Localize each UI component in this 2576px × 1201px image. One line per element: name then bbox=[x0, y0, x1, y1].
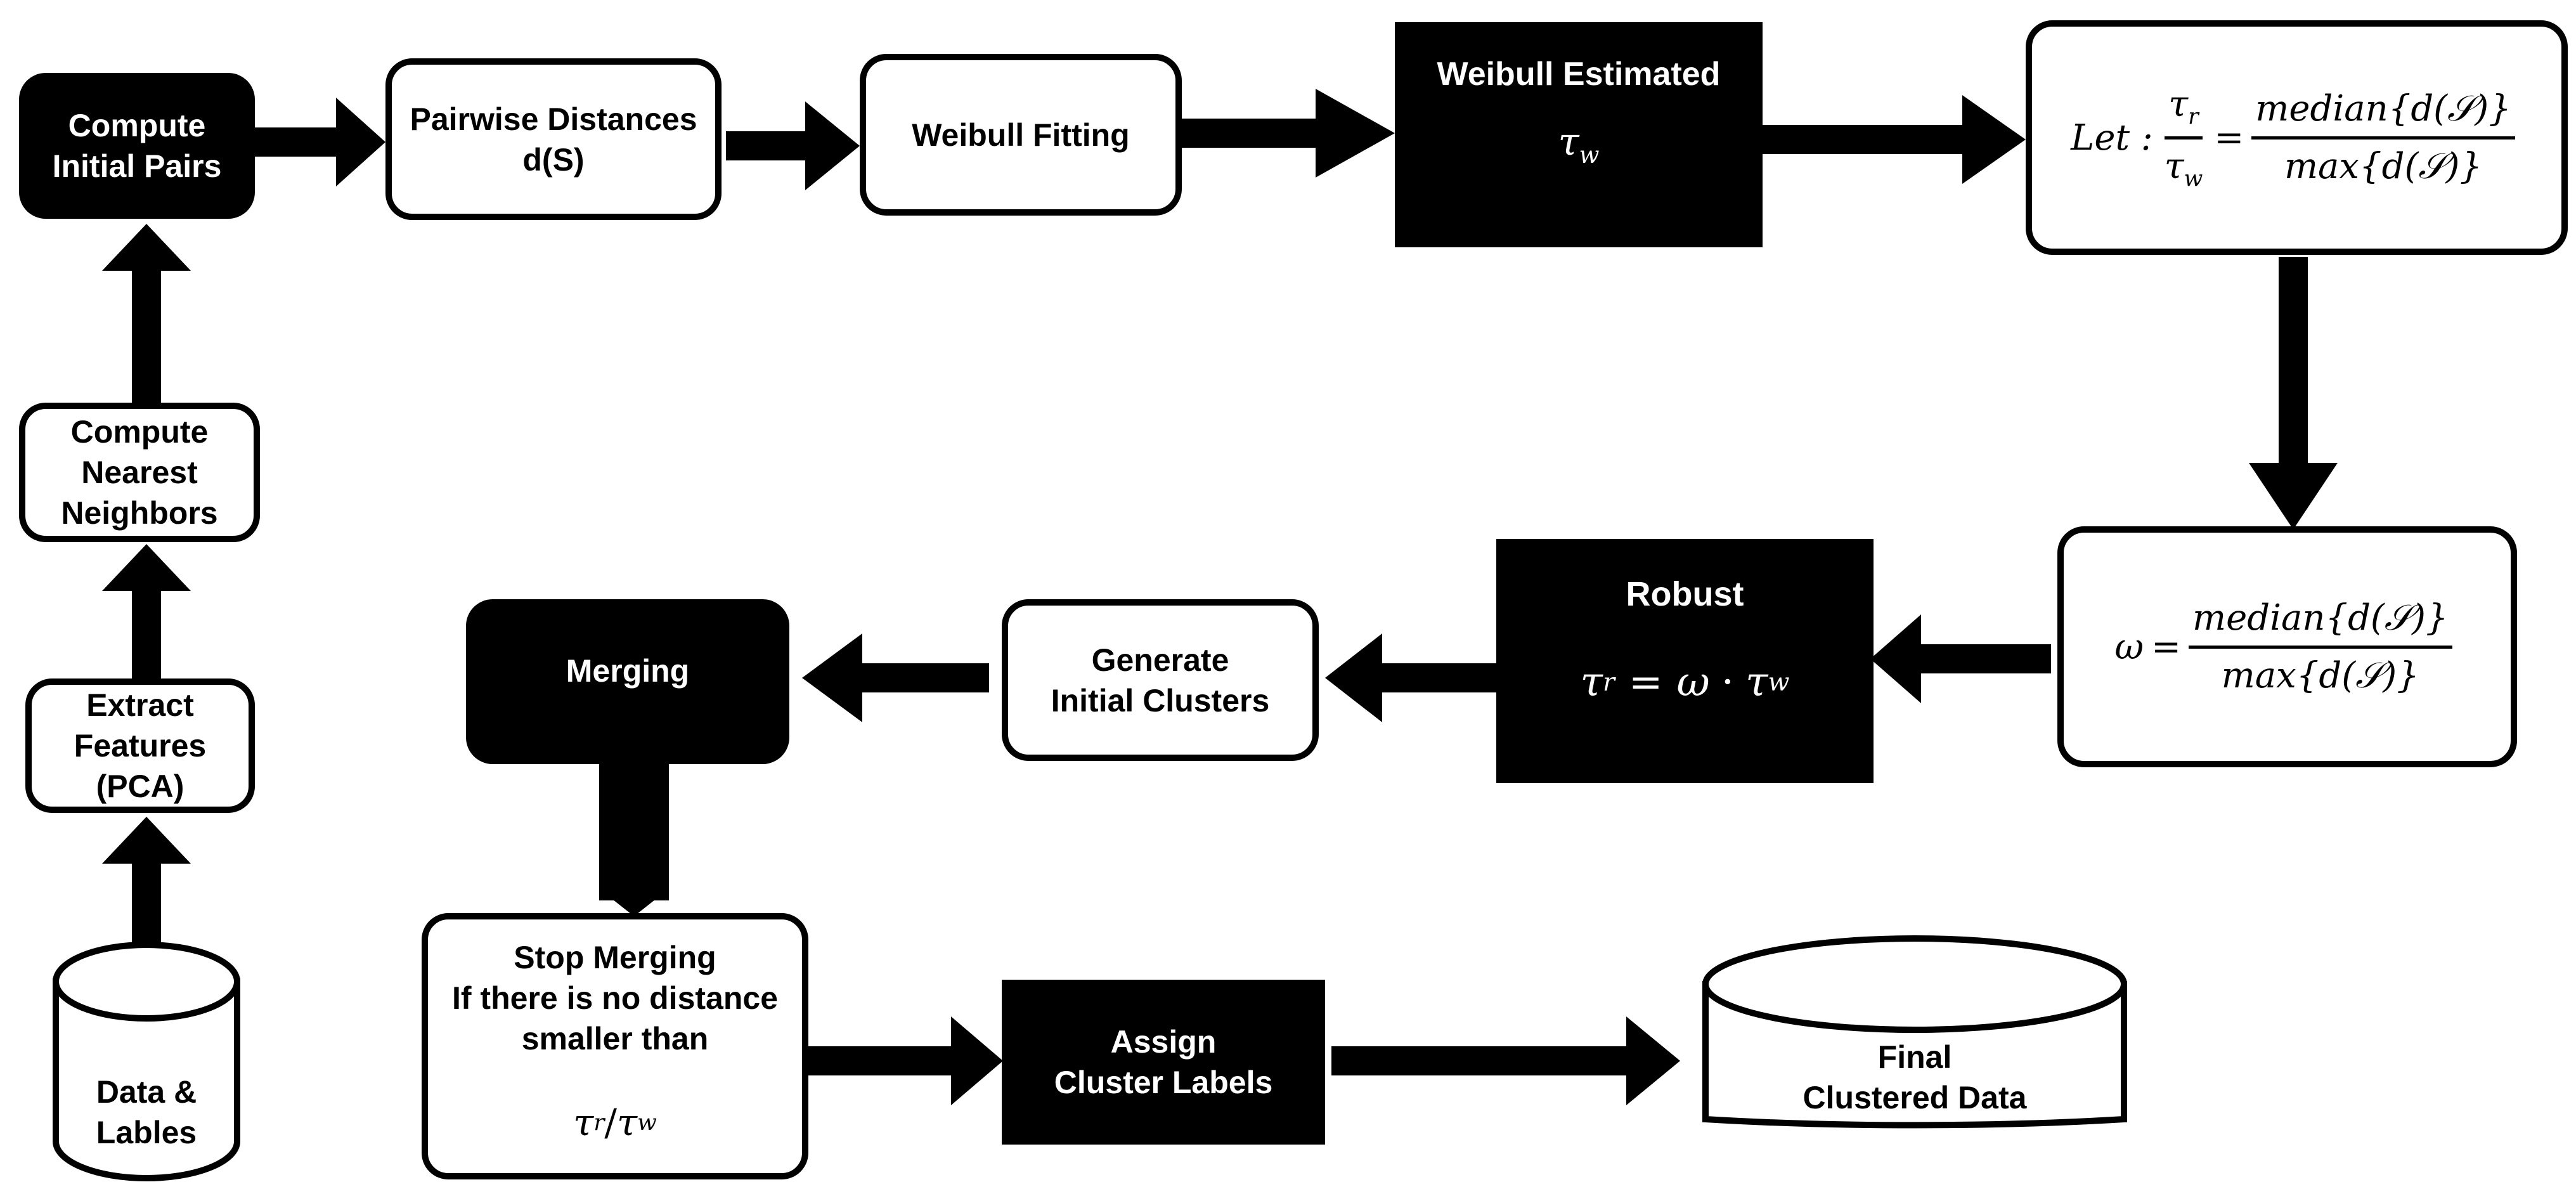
arrow-robust-to-generate bbox=[1325, 633, 1496, 722]
median-max-fraction: median{d(𝒮)} max{d(𝒮)} bbox=[2188, 597, 2452, 697]
arrow-fitting-to-estimated bbox=[1179, 89, 1395, 178]
weibull-fitting-node: Weibull Fitting bbox=[860, 54, 1182, 216]
tau-ratio-fraction: τr τw bbox=[2164, 84, 2203, 192]
pairwise-distances-node: Pairwise Distances d(S) bbox=[385, 58, 722, 220]
max-expression: max{d(𝒮)} bbox=[2221, 654, 2419, 696]
equals-sign: = bbox=[2151, 626, 2181, 668]
arrow-let-to-omega bbox=[2249, 257, 2338, 529]
max-expression: max{d(𝒮)} bbox=[2284, 145, 2483, 187]
arrow-features-to-neighbors bbox=[102, 544, 191, 678]
arrow-merging-to-stop bbox=[599, 764, 669, 916]
stop-merging-label: Stop Merging If there is no distance sma… bbox=[451, 940, 778, 1056]
equals-sign: = bbox=[2214, 117, 2244, 159]
omega-symbol: ω bbox=[2114, 626, 2144, 668]
robust-label: Robust bbox=[1626, 575, 1744, 613]
generate-clusters-label: Generate Initial Clusters bbox=[1051, 642, 1270, 718]
assign-labels-label: Assign Cluster Labels bbox=[1054, 1024, 1273, 1100]
pairwise-distances-title: Pairwise Distances bbox=[410, 101, 697, 137]
median-expression: median{d(𝒮)} bbox=[2188, 597, 2452, 649]
tau-w-symbol: τw bbox=[1558, 120, 1600, 169]
final-data-cylinder bbox=[1702, 935, 2127, 1129]
generate-clusters-node: Generate Initial Clusters bbox=[1002, 599, 1319, 761]
arrow-stop-to-assign bbox=[808, 1016, 1003, 1105]
arrow-neighbors-to-pairs bbox=[102, 224, 191, 406]
tau-ratio-formula: Let : τr τw = median{d(𝒮)} max{d(𝒮)} bbox=[2071, 84, 2523, 192]
compute-neighbors-node: Compute Nearest Neighbors bbox=[19, 403, 260, 542]
extract-features-label: Extract Features (PCA) bbox=[74, 687, 207, 804]
pairwise-distances-symbol: d(S) bbox=[522, 141, 585, 178]
arrow-data-to-features bbox=[102, 817, 191, 945]
weibull-estimated-node: Weibull Estimated τw bbox=[1395, 22, 1763, 247]
stop-merging-node: Stop Merging If there is no distance sma… bbox=[422, 913, 808, 1179]
omega-formula-node: ω = median{d(𝒮)} max{d(𝒮)} bbox=[2057, 526, 2517, 767]
merging-label: Merging bbox=[566, 652, 690, 689]
extract-features-node: Extract Features (PCA) bbox=[25, 678, 255, 813]
assign-labels-node: Assign Cluster Labels bbox=[1002, 980, 1325, 1145]
median-max-fraction: median{d(𝒮)} max{d(𝒮)} bbox=[2251, 88, 2515, 188]
arrow-assign-to-final bbox=[1331, 1016, 1680, 1105]
omega-formula: ω = median{d(𝒮)} max{d(𝒮)} bbox=[2114, 597, 2459, 697]
arrow-estimated-to-let bbox=[1763, 95, 2026, 184]
data-lables-label: Data & Lables bbox=[96, 1074, 197, 1150]
arrow-pairs-to-pairwise bbox=[255, 98, 385, 186]
merging-node: Merging bbox=[466, 599, 789, 764]
data-lables-cylinder bbox=[53, 942, 240, 1181]
tau-ratio-formula-node: Let : τr τw = median{d(𝒮)} max{d(𝒮)} bbox=[2026, 20, 2568, 255]
weibull-fitting-label: Weibull Fitting bbox=[912, 117, 1130, 153]
arrow-generate-to-merging bbox=[802, 633, 989, 722]
arrow-omega-to-robust bbox=[1870, 614, 2051, 703]
weibull-estimated-label: Weibull Estimated bbox=[1437, 56, 1721, 93]
final-data-label: Final Clustered Data bbox=[1803, 1039, 2027, 1115]
connectors bbox=[102, 89, 2338, 1105]
let-label: Let : bbox=[2071, 117, 2153, 159]
compute-pairs-label: Compute Initial Pairs bbox=[52, 108, 222, 184]
compute-neighbors-label: Compute Nearest Neighbors bbox=[61, 414, 218, 531]
median-expression: median{d(𝒮)} bbox=[2251, 88, 2515, 140]
arrow-pairwise-to-fitting bbox=[726, 101, 860, 190]
compute-pairs-node: Compute Initial Pairs bbox=[19, 73, 255, 219]
